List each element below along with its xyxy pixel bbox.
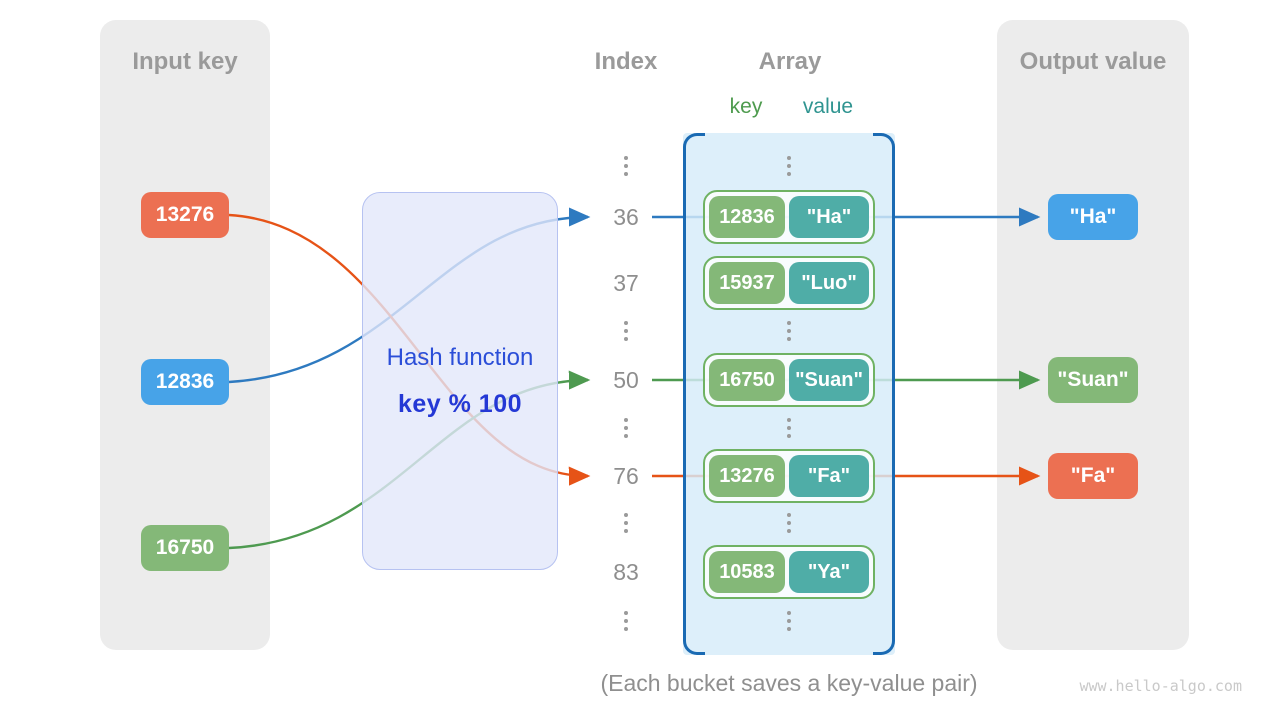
bucket-value: "Ha"	[789, 196, 869, 238]
array-ellipsis	[786, 156, 792, 176]
hash-function-label: Hash function	[386, 344, 534, 371]
output-value-fa: "Fa"	[1048, 453, 1138, 499]
bucket-row-76: 13276 "Fa"	[703, 449, 875, 503]
index-ellipsis	[623, 611, 629, 631]
bucket-row-50: 16750 "Suan"	[703, 353, 875, 407]
array-ellipsis	[786, 321, 792, 341]
array-bracket-right	[873, 133, 895, 655]
index-ellipsis	[623, 513, 629, 533]
array-ellipsis	[786, 513, 792, 533]
bucket-row-36: 12836 "Ha"	[703, 190, 875, 244]
hash-function-box	[362, 192, 558, 570]
bucket-value: "Ya"	[789, 551, 869, 593]
input-key-12836: 12836	[141, 359, 229, 405]
array-column-title: Array	[758, 48, 822, 75]
index-ellipsis	[623, 156, 629, 176]
index-76: 76	[613, 463, 639, 489]
output-value-panel	[997, 20, 1189, 650]
bucket-row-83: 10583 "Ya"	[703, 545, 875, 599]
array-bracket-left	[683, 133, 705, 655]
output-panel-title: Output value	[1019, 48, 1167, 75]
output-value-ha: "Ha"	[1048, 194, 1138, 240]
watermark-url: www.hello-algo.com	[1079, 677, 1242, 695]
index-column-title: Index	[594, 48, 658, 75]
key-header-label: key	[729, 95, 763, 118]
index-ellipsis	[623, 418, 629, 438]
input-key-13276: 13276	[141, 192, 229, 238]
bucket-value: "Fa"	[789, 455, 869, 497]
index-83: 83	[613, 559, 639, 585]
array-ellipsis	[786, 611, 792, 631]
index-36: 36	[613, 204, 639, 230]
bucket-key: 16750	[709, 359, 785, 401]
bucket-key: 15937	[709, 262, 785, 304]
hash-formula-label: key % 100	[397, 390, 523, 418]
input-panel-title: Input key	[132, 48, 238, 75]
output-value-suan: "Suan"	[1048, 357, 1138, 403]
bucket-key: 13276	[709, 455, 785, 497]
array-ellipsis	[786, 418, 792, 438]
value-header-label: value	[802, 95, 854, 118]
index-50: 50	[613, 367, 639, 393]
bucket-key: 10583	[709, 551, 785, 593]
bucket-key: 12836	[709, 196, 785, 238]
bucket-row-37: 15937 "Luo"	[703, 256, 875, 310]
bucket-value: "Suan"	[789, 359, 869, 401]
index-37: 37	[613, 270, 639, 296]
diagram-caption: (Each bucket saves a key-value pair)	[600, 670, 978, 696]
index-ellipsis	[623, 321, 629, 341]
bucket-value: "Luo"	[789, 262, 869, 304]
input-key-16750: 16750	[141, 525, 229, 571]
